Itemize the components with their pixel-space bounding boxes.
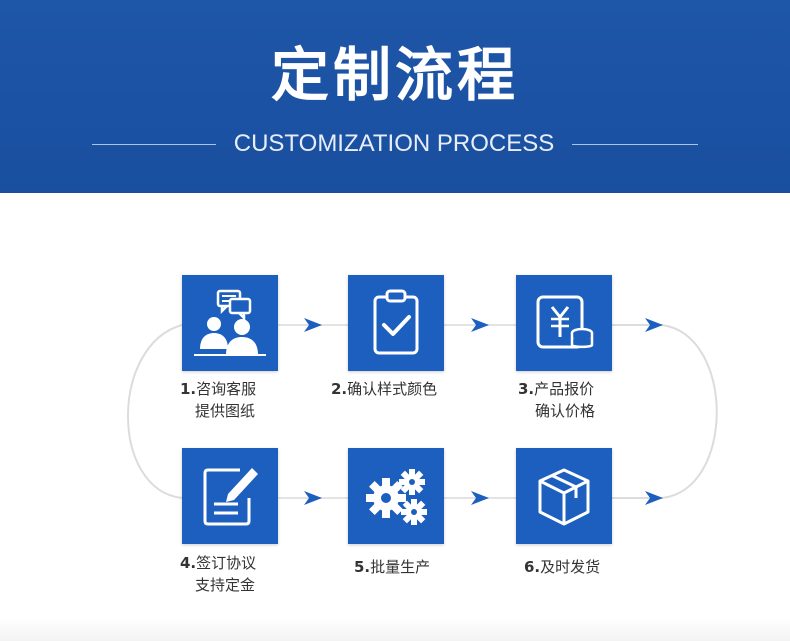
step-1-label: 1.咨询客服 提供图纸 <box>180 380 257 420</box>
consultation-icon <box>194 289 266 356</box>
step-6-box <box>516 448 612 544</box>
subtitle-row: CUSTOMIZATION PROCESS <box>0 128 790 160</box>
step-6-label: 6.及时发货 <box>524 558 601 576</box>
arrow-right-icon <box>304 318 322 332</box>
arrow-right-icon <box>471 318 489 332</box>
step-2-box <box>348 275 444 371</box>
sign-agreement-icon <box>203 468 258 526</box>
arrow-right-icon <box>471 491 489 505</box>
step-3-label: 3.产品报价 确认价格 <box>518 380 596 420</box>
arrow-right-icon <box>645 491 663 505</box>
clipboard-check-icon <box>373 289 419 355</box>
step-1-box <box>182 275 278 371</box>
header-banner: 定制流程 CUSTOMIZATION PROCESS <box>0 0 790 193</box>
subtitle-divider-right <box>572 144 698 145</box>
arrow-right-icon <box>304 491 322 505</box>
subtitle-divider-left <box>92 144 216 145</box>
gears-icon <box>366 469 427 525</box>
step-5-box <box>348 448 444 544</box>
arrow-right-icon <box>645 318 663 332</box>
bottom-fade <box>0 618 790 641</box>
step-5-label: 5.批量生产 <box>354 558 431 576</box>
step-3-box <box>516 275 612 371</box>
step-4-box <box>182 448 278 544</box>
package-box-icon <box>538 468 590 526</box>
step-2-label: 2.确认样式颜色 <box>331 380 438 398</box>
step-4-label: 4.签订协议 支持定金 <box>180 554 257 594</box>
price-quote-icon <box>536 295 594 349</box>
page-title: 定制流程 <box>270 41 519 109</box>
page-subtitle: CUSTOMIZATION PROCESS <box>233 130 555 157</box>
